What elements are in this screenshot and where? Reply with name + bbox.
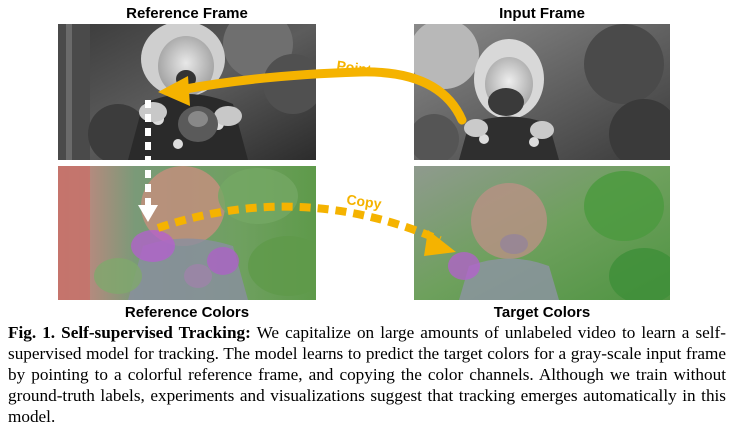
target-colors-image (414, 166, 670, 300)
copy-label: Copy (346, 191, 383, 212)
reference-colors-image (58, 166, 316, 300)
figure-caption: Fig. 1. Self-supervised Tracking: We cap… (8, 322, 726, 427)
target-colors-label: Target Colors (493, 304, 591, 321)
caption-heading: Fig. 1. Self-supervised Tracking: (8, 323, 251, 342)
reference-frame-label: Reference Frame (126, 5, 248, 22)
pointer-label: Pointer (336, 57, 387, 80)
reference-colors-label: Reference Colors (124, 304, 250, 321)
caption-body: We capitalize on large amounts of unlabe… (8, 323, 727, 426)
input-frame-image (414, 24, 670, 160)
reference-frame-image (58, 24, 316, 160)
input-frame-label: Input Frame (499, 5, 585, 22)
